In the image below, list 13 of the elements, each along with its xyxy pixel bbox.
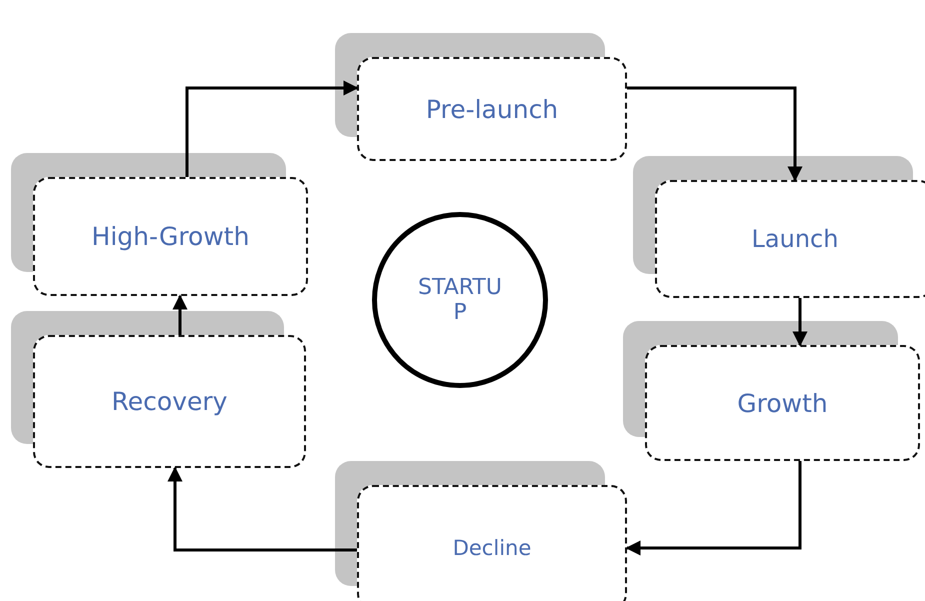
stage-label: Growth: [737, 388, 828, 418]
arrow: [186, 80, 358, 177]
arrow: [626, 461, 802, 556]
arrow: [168, 466, 357, 552]
arrow: [172, 294, 188, 335]
stage-label: Recovery: [112, 387, 228, 416]
stage-label: Launch: [752, 225, 838, 253]
arrow: [627, 86, 802, 182]
stage-label: Pre-launch: [426, 94, 558, 124]
stage-label: High-Growth: [92, 222, 250, 251]
arrow: [792, 298, 808, 346]
stage-label: STARTU P: [417, 275, 503, 325]
stage-label: Decline: [452, 536, 532, 560]
